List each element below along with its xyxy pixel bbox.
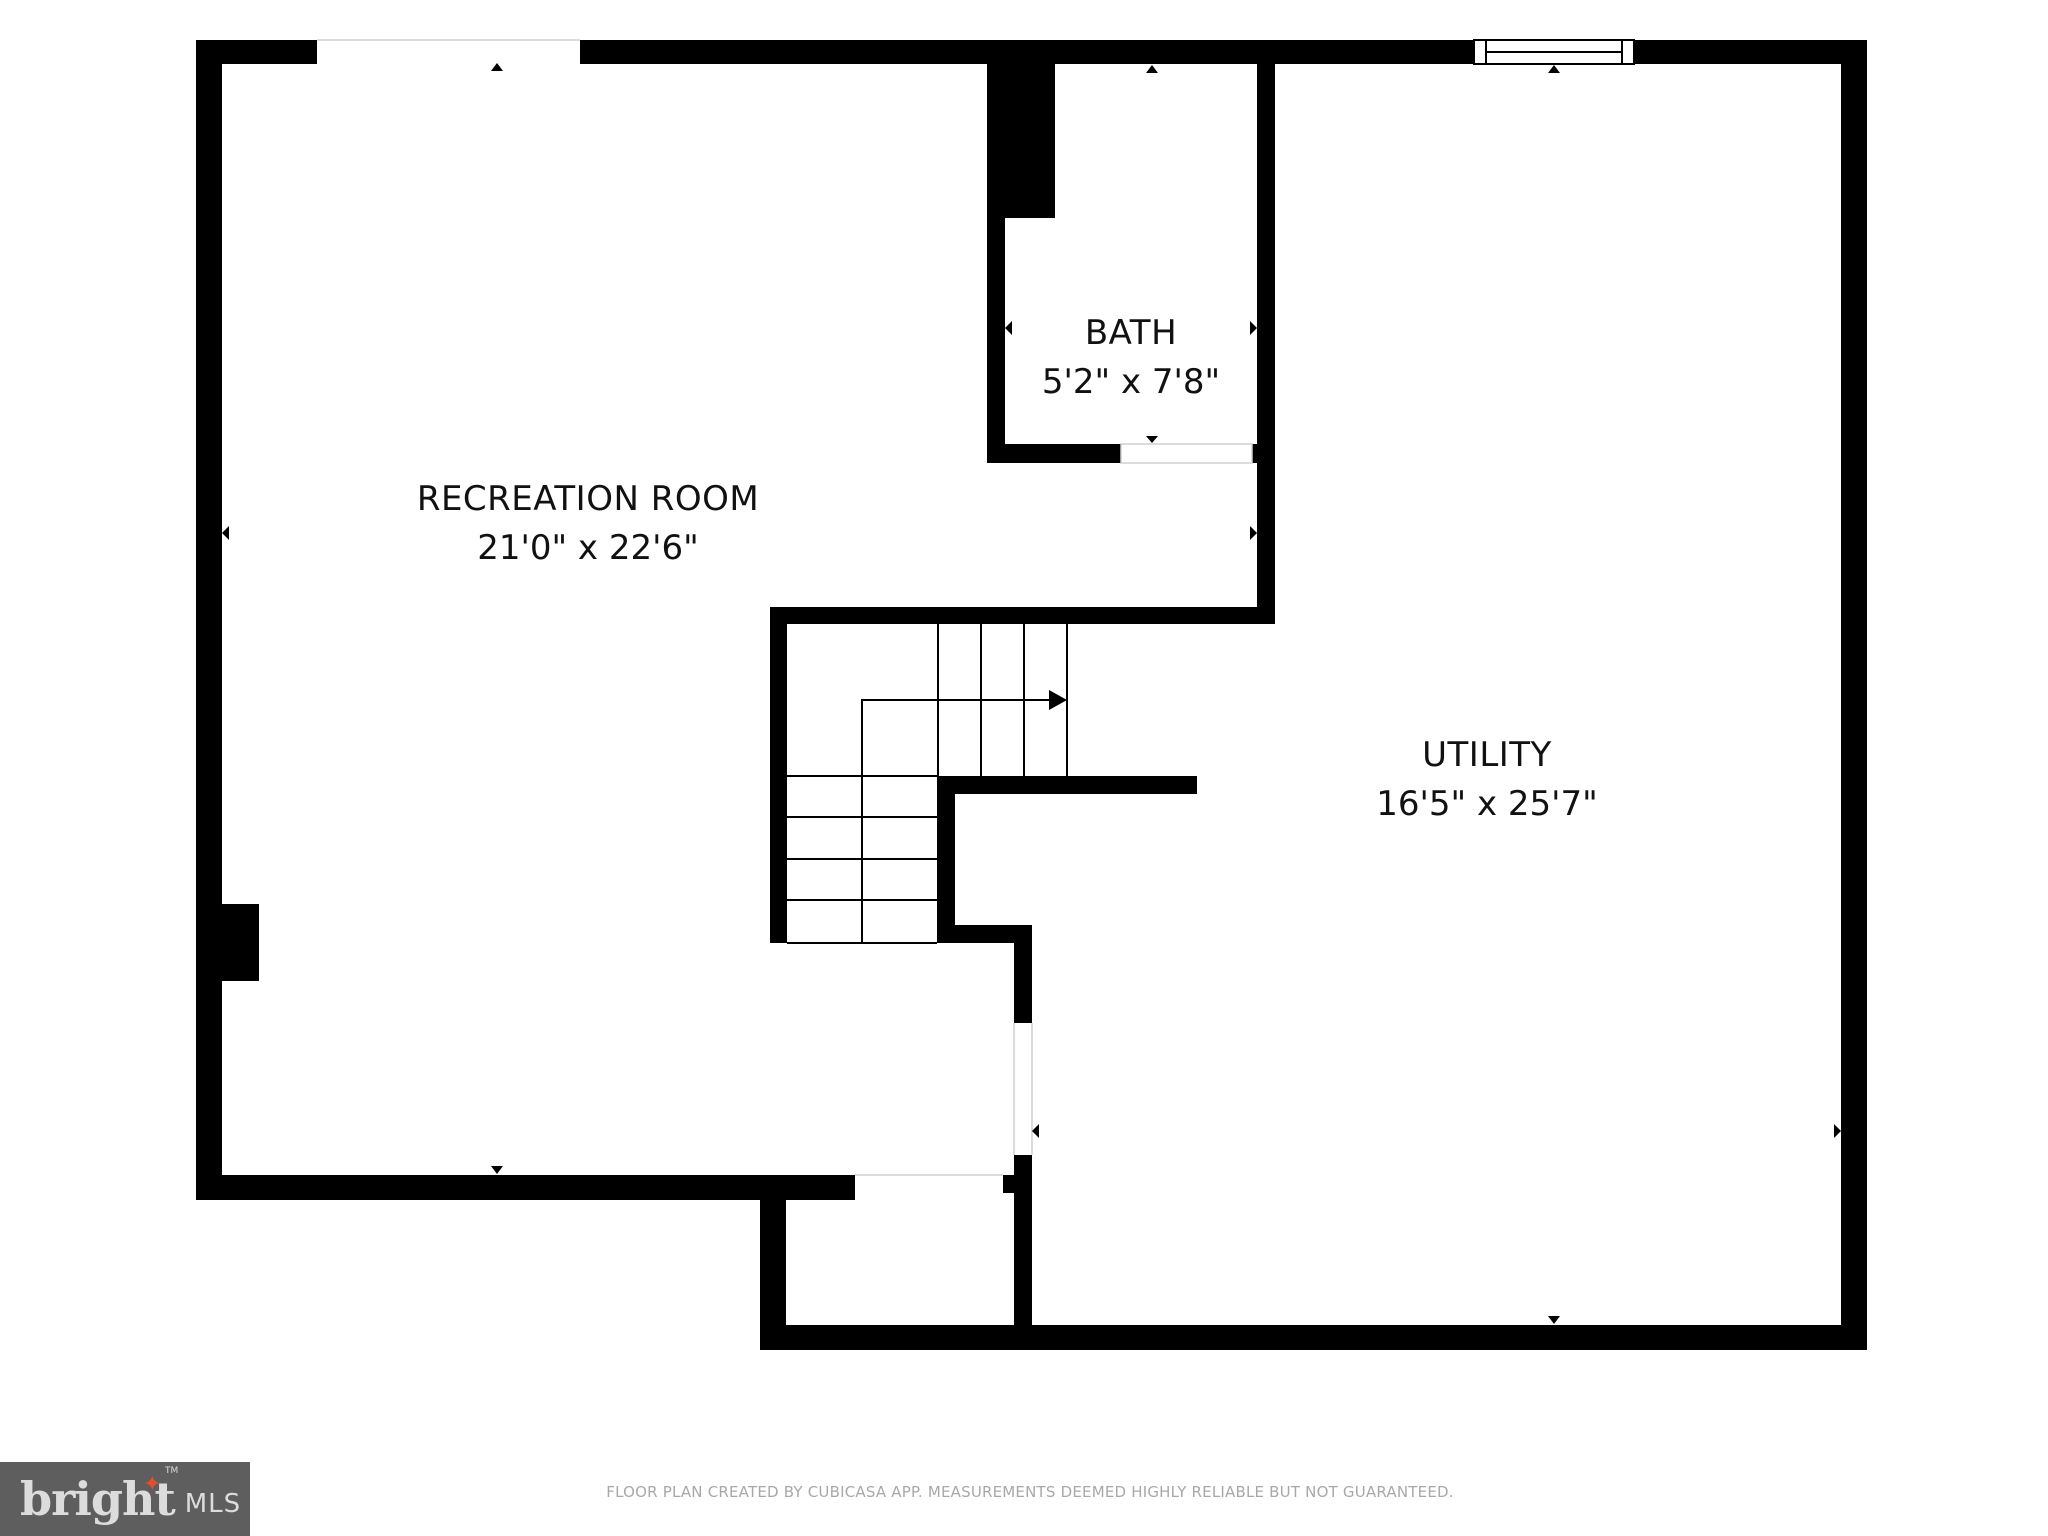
marker-down-icon bbox=[1548, 1316, 1560, 1324]
sparkle-icon: ✦ bbox=[143, 1472, 162, 1497]
wall-rec-bottom bbox=[196, 1175, 855, 1200]
marker-right-icon bbox=[1250, 526, 1257, 540]
room-label-bath: BATH 5'2" x 7'8" bbox=[1042, 309, 1220, 408]
room-dimensions: 5'2" x 7'8" bbox=[1041, 362, 1221, 403]
wall-utility-left-upper bbox=[1014, 925, 1032, 1023]
marker-left-icon bbox=[1032, 1124, 1039, 1138]
wall-closet-left bbox=[760, 1193, 786, 1350]
door-bath[interactable] bbox=[1120, 443, 1253, 464]
marker-up-icon bbox=[1146, 65, 1158, 73]
dimension-markers bbox=[222, 63, 1841, 1324]
marker-left-icon bbox=[222, 526, 229, 540]
openings bbox=[317, 39, 1253, 1176]
bright-mls-logo: bright ✦ TM MLS bbox=[0, 1462, 250, 1536]
room-name: UTILITY bbox=[1422, 735, 1552, 775]
marker-up-icon bbox=[1548, 65, 1560, 73]
room-label-recreation: RECREATION ROOM 21'0" x 22'6" bbox=[417, 475, 759, 574]
marker-right-icon bbox=[1834, 1124, 1841, 1138]
chimney-block bbox=[987, 40, 1055, 218]
room-label-utility: UTILITY 16'5" x 25'7" bbox=[1376, 731, 1598, 830]
marker-up-icon bbox=[491, 63, 503, 71]
wall-right bbox=[1841, 40, 1867, 1350]
wall-stair-jog bbox=[937, 925, 1032, 943]
wall-left bbox=[196, 40, 222, 1200]
marker-down-icon bbox=[1146, 436, 1158, 443]
wall-bath-bottom bbox=[987, 444, 1121, 463]
marker-down-icon bbox=[491, 1166, 503, 1174]
room-name: RECREATION ROOM bbox=[416, 479, 760, 519]
wall-bath-right bbox=[1257, 40, 1275, 624]
marker-right-icon bbox=[1250, 321, 1257, 335]
wall-stair-inner bbox=[937, 776, 955, 943]
wall-utility-left-lower bbox=[1014, 1155, 1032, 1350]
wall-top-right bbox=[1634, 40, 1867, 64]
room-dimensions: 21'0" x 22'6" bbox=[477, 528, 699, 569]
logo-brand: bright bbox=[20, 1472, 176, 1526]
stair-direction-arrow-icon bbox=[1049, 690, 1067, 710]
logo-suffix: MLS bbox=[184, 1489, 242, 1519]
wall-divider bbox=[770, 607, 1275, 624]
room-dimensions: 16'5" x 25'7" bbox=[1376, 784, 1598, 825]
wall-bath-bottom-stub bbox=[1252, 444, 1258, 463]
room-name: BATH bbox=[1084, 313, 1178, 353]
walls bbox=[196, 40, 1867, 1350]
window-icon bbox=[1473, 39, 1635, 65]
wall-stair-top-ledge bbox=[937, 776, 1197, 794]
wall-left-pilaster bbox=[222, 904, 259, 981]
wall-bottom bbox=[760, 1325, 1867, 1350]
disclaimer-text: FLOOR PLAN CREATED BY CUBICASA APP. MEAS… bbox=[606, 1483, 1454, 1501]
wall-stair-left bbox=[770, 607, 787, 943]
marker-left-icon bbox=[1005, 321, 1012, 335]
trademark-mark: TM bbox=[165, 1466, 179, 1476]
